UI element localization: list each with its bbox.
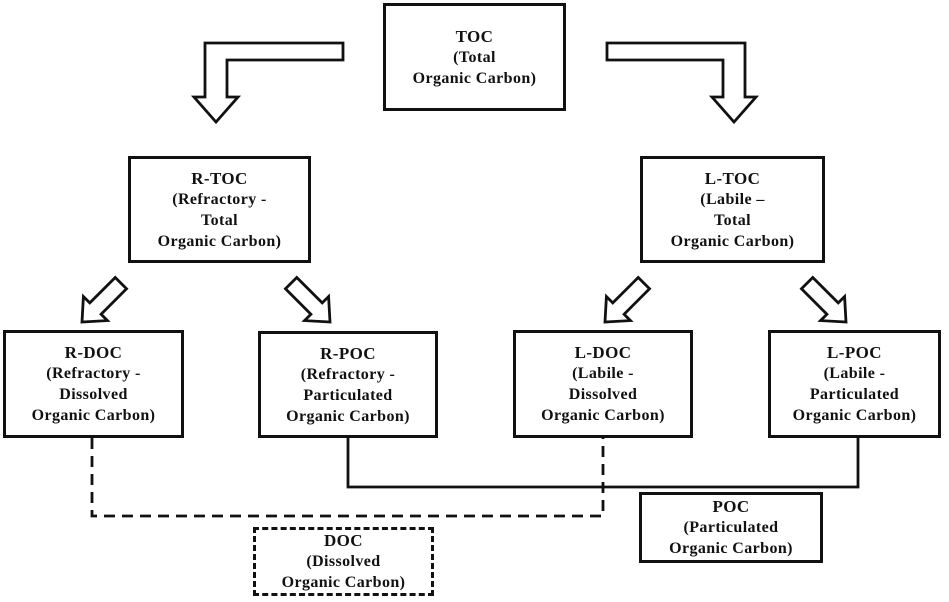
box-r-doc-acronym: R-DOC <box>64 343 123 362</box>
box-poc-acronym: POC <box>712 497 750 516</box>
box-l-doc: L-DOC (Labile - Dissolved Organic Carbon… <box>513 330 693 438</box>
box-poc-desc: (Particulated Organic Carbon) <box>669 519 793 557</box>
box-l-poc-acronym: L-POC <box>827 343 882 362</box>
box-l-toc-acronym: L-TOC <box>704 168 761 188</box>
box-l-doc-acronym: L-DOC <box>574 343 632 362</box>
box-l-doc-desc: (Labile - Dissolved Organic Carbon) <box>541 365 665 424</box>
box-r-doc: R-DOC (Refractory - Dissolved Organic Ca… <box>3 330 184 438</box>
box-poc: POC (Particulated Organic Carbon) <box>639 492 823 563</box>
box-doc: DOC (Dissolved Organic Carbon) <box>253 527 434 596</box>
box-doc-acronym: DOC <box>324 531 363 550</box>
box-r-poc-desc: (Refractory - Particulated Organic Carbo… <box>286 365 410 425</box>
box-l-toc-desc: (Labile – Total Organic Carbon) <box>670 190 795 250</box>
diagonal-arrow-ldoc-icon <box>603 275 652 324</box>
box-toc-acronym: TOC <box>455 26 494 46</box>
diagonal-arrow-rpoc-icon <box>283 275 332 324</box>
dashed-connector-doc <box>90 438 605 518</box>
diagonal-arrow-lpoc-icon <box>799 275 848 324</box>
box-toc-desc: (Total Organic Carbon) <box>412 48 537 87</box>
box-doc-desc: (Dissolved Organic Carbon) <box>281 553 406 591</box>
box-r-poc: R-POC (Refractory - Particulated Organic… <box>258 331 438 438</box>
elbow-arrow-right-icon <box>605 41 760 125</box>
box-r-toc: R-TOC (Refractory - Total Organic Carbon… <box>128 156 311 263</box>
box-r-toc-acronym: R-TOC <box>191 168 248 188</box>
box-l-poc-desc: (Labile - Particulated Organic Carbon) <box>792 365 917 424</box>
solid-connector-poc <box>346 438 860 489</box>
box-r-poc-acronym: R-POC <box>320 343 376 363</box>
diagonal-arrow-rdoc-icon <box>80 275 129 324</box>
box-toc: TOC (Total Organic Carbon) <box>383 3 566 111</box>
elbow-arrow-left-icon <box>190 41 345 125</box>
box-l-toc: L-TOC (Labile – Total Organic Carbon) <box>640 156 825 263</box>
box-r-toc-desc: (Refractory - Total Organic Carbon) <box>157 190 282 250</box>
box-l-poc: L-POC (Labile - Particulated Organic Car… <box>768 330 941 438</box>
box-r-doc-desc: (Refractory - Dissolved Organic Carbon) <box>31 365 156 424</box>
